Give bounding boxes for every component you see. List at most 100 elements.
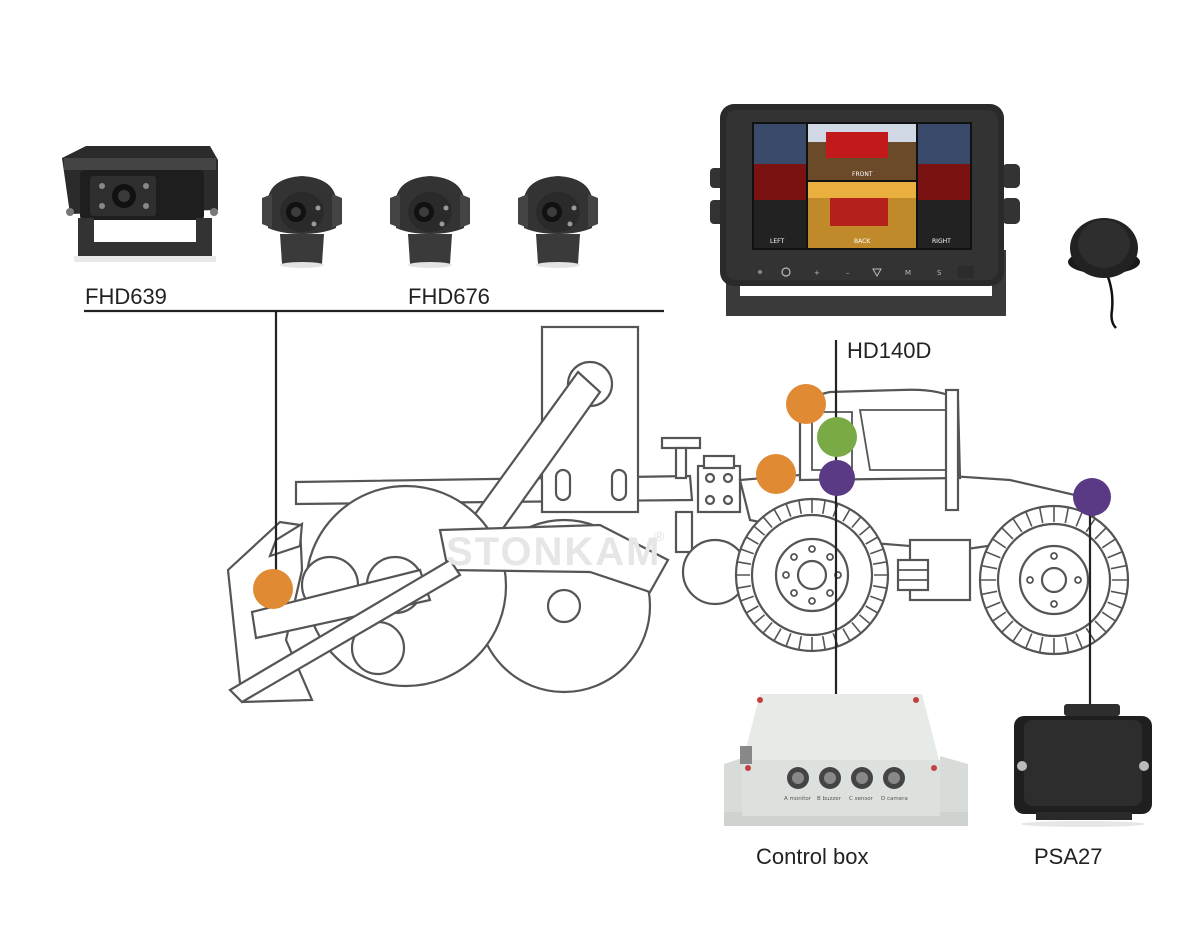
tread-mark	[1110, 590, 1128, 601]
tread-mark	[1061, 636, 1070, 655]
monitor-label-left: LEFT	[770, 238, 784, 245]
tread-mark	[1101, 537, 1120, 549]
tread-mark	[1000, 522, 1014, 540]
tread-mark	[842, 508, 856, 522]
tread-mark	[1019, 633, 1033, 650]
plus-icon[interactable]: +	[814, 269, 820, 277]
label-psa27: PSA27	[1034, 844, 1103, 869]
tread-mark	[1038, 505, 1047, 524]
tread-mark	[870, 595, 885, 607]
tread-mark	[811, 498, 819, 513]
tread-mark	[805, 637, 813, 652]
monitor-hd140d: FRONT BACK LEFT RIGHT + – M S	[710, 104, 1020, 316]
control-box: A monitor B buzzer C sensor D camera	[724, 694, 968, 826]
camera-fhd676-1	[262, 176, 342, 268]
tread-mark	[1024, 508, 1033, 527]
camera-dot-rear	[253, 569, 293, 609]
power-icon[interactable]	[781, 267, 791, 277]
tread-mark	[851, 515, 866, 529]
tread-mark	[1101, 611, 1117, 627]
tread-mark	[1075, 633, 1084, 652]
tread-mark	[739, 543, 754, 555]
tread-mark	[1007, 627, 1023, 643]
port-label-c: C sensor	[849, 796, 874, 802]
sensor-psa27	[1014, 704, 1152, 827]
monitor-label-right: RIGHT	[932, 238, 951, 245]
camera-fhd676-2	[390, 176, 470, 268]
tread-mark	[780, 633, 792, 648]
camera-fhd676-3	[518, 176, 598, 268]
tread-mark	[979, 587, 998, 596]
port-label-b: B buzzer	[817, 796, 842, 802]
tread-mark	[1112, 579, 1129, 587]
control-box-port-a	[787, 767, 809, 789]
tread-mark	[819, 635, 827, 652]
tread-mark	[996, 620, 1014, 634]
select-button[interactable]: S	[937, 269, 942, 277]
tread-mark	[872, 585, 888, 595]
tread-mark	[842, 628, 852, 645]
control-box-port-b	[819, 767, 841, 789]
tread-mark	[736, 555, 752, 565]
tread-mark	[1047, 638, 1055, 655]
sensor-dot-front	[1073, 478, 1111, 516]
tread-mark	[1064, 506, 1075, 524]
tread-mark	[735, 582, 752, 590]
tread-mark	[858, 524, 875, 536]
tread-mark	[749, 614, 766, 626]
tread-mark	[1094, 526, 1112, 540]
tread-mark	[874, 574, 889, 582]
tread-mark	[991, 533, 1007, 549]
tread-mark	[1107, 550, 1126, 559]
tread-mark	[832, 633, 840, 649]
monitor-label-back: BACK	[854, 238, 871, 245]
control-box-port-d	[883, 767, 905, 789]
tread-mark	[772, 505, 782, 522]
tread-mark	[865, 605, 879, 619]
tread-mark	[979, 573, 996, 581]
label-fhd676: FHD676	[408, 284, 490, 309]
tread-mark	[984, 545, 1001, 559]
implement-frame	[294, 325, 749, 606]
menu-button[interactable]: M	[905, 269, 911, 277]
tread-mark	[980, 559, 998, 570]
control-box-port-c	[851, 767, 873, 789]
wiring	[84, 309, 1092, 706]
watermark: STONKAM	[446, 530, 662, 574]
tread-mark	[797, 498, 805, 515]
port-label-d: D camera	[881, 796, 908, 802]
tread-mark	[988, 611, 1007, 623]
tread-mark	[745, 531, 759, 545]
speaker-grille-icon	[958, 266, 974, 278]
tread-mark	[792, 635, 802, 651]
tread-mark	[761, 512, 773, 529]
minus-icon[interactable]: –	[846, 269, 850, 277]
port-label-a: A monitor	[784, 796, 812, 802]
tractor-front-wheel	[978, 504, 1130, 656]
label-hd140d: HD140D	[847, 338, 932, 363]
connection-dots	[253, 384, 1111, 609]
monitor-dot	[817, 417, 857, 457]
tread-mark	[822, 499, 832, 515]
tread-mark	[742, 605, 759, 615]
camera-dot-cab-side	[756, 454, 796, 494]
camera-dot-cab-top	[786, 384, 826, 424]
monitor-label-front: FRONT	[852, 171, 873, 178]
tread-mark	[1110, 564, 1129, 573]
tread-mark	[865, 535, 882, 545]
tread-mark	[758, 621, 773, 635]
tread-mark	[1053, 505, 1061, 522]
tractor-rear-wheel	[734, 497, 890, 653]
tread-mark	[768, 628, 782, 642]
tread-mark	[1033, 636, 1044, 654]
tread-mark	[784, 501, 792, 517]
tread-mark	[738, 595, 754, 603]
tread-mark	[735, 568, 750, 576]
arrow-down-icon[interactable]	[872, 268, 882, 278]
rear-hitch	[226, 520, 462, 704]
tread-mark	[1107, 601, 1124, 615]
tread-mark	[832, 502, 844, 517]
label-control-box: Control box	[756, 844, 869, 869]
tread-mark	[1094, 620, 1108, 638]
